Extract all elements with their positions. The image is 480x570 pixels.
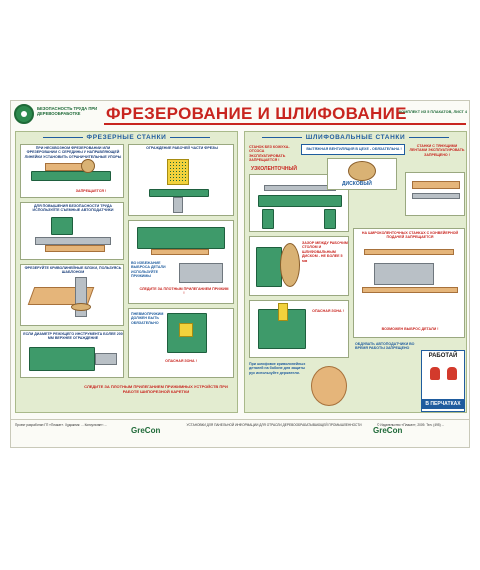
belt-sander [258,195,342,207]
milling-note-2: ОГРАЖДЕНИЕ РАБОЧЕЙ ЧАСТИ ФРЕЗЫ [146,146,218,150]
org-name: БЕЗОПАСНОСТЬ ТРУДА ПРИ ДЕРЕВООБРАБОТКЕ [37,106,98,117]
milling-title: ФРЕЗЕРНЫЕ СТАНКИ [16,134,237,141]
sanding-note-10: При шлифовке криволинейных деталей на бо… [249,362,306,375]
poster-title: ФРЕЗЕРОВАНИЕ И ШЛИФОВАНИЕ [106,104,407,123]
milling-note-9: ЕСЛИ ДИАМЕТР РЕЖУЩЕГО ИНСТРУМЕНТА БОЛЕЕ … [23,332,123,341]
log-section [311,366,347,406]
milling-note-4: ДЛЯ ПОВЫШЕНИЯ БЕЗОПАСНОСТИ ТРУДА ИСПОЛЬЗ… [32,204,114,213]
milling-note-1: ПРИ НЕСКВОЗНОМ ФРЕЗЕРОВАНИИ ИЛИ ФРЕЗЕРОВ… [24,146,122,159]
clamp-machine [137,227,225,249]
footer-publisher: © Издательство «Плакат», 2009. Тел. (495… [377,423,445,427]
guard-arm [95,353,117,365]
cutter-icon [81,159,95,173]
sanding-note-7: НА ШИРОКОЛЕНТОЧНЫХ СТАНКАХ С КОНВЕЙЕРНОЙ… [361,231,459,240]
pulling-belt [412,193,460,199]
brand-right: GreCon [373,426,403,435]
grinding-disc [280,243,300,287]
sander-leg-2 [324,209,336,229]
template-box: ФРЕЗЕРУЙТЕ КРИВОЛИНЕЙНЫЕ БЛОКИ, ПОЛЬЗУЯС… [20,264,124,326]
disc-gap-box: ЗАЗОР МЕЖДУ РАБОЧИМ СТОЛОМ И ШЛИФОВАЛЬНЫ… [249,236,349,296]
wide-belt-box: НА ШИРОКОЛЕНТОЧНЫХ СТАНКАХ С КОНВЕЙЕРНОЙ… [353,228,465,338]
milling-machine [29,347,95,371]
gloves-sign-top: РАБОТАЙ [428,353,458,359]
milling-note-8: ОПАСНАЯ ЗОНА ! [165,359,197,363]
glove-left-icon [430,367,440,380]
conveyor [362,287,458,293]
wide-belt-board [364,249,454,255]
sanding-note-5: ДИСКОВЫЙ [342,181,372,187]
spindle-sander-box: ОПАСНАЯ ЗОНА ! [249,300,349,358]
milling-note-10: СЛЕДИТЕ ЗА ПЛОТНЫМ ПРИЛЕГАНИЕМ ПРИЖИМНЫХ… [84,384,228,394]
poster: БЕЗОПАСНОСТЬ ТРУДА ПРИ ДЕРЕВООБРАБОТКЕ Ф… [10,100,470,448]
ventilation-box: ВЫТЯЖНАЯ ВЕНТИЛЯЦИЯ В ЦЕХЕ - ОБЯЗАТЕЛЬНА… [301,144,405,155]
sanding-note-4: УЗКОЛЕНТОЧНЫЙ [251,166,297,172]
milling-note-11: ПНЕВМОПРИЖИМ ДОЛЖЕН БЫТЬ ОБЯЗАТЕЛЬНО [131,312,164,325]
belt-workpiece [412,181,460,189]
feed-workpiece [45,245,105,252]
gloves-sign: РАБОТАЙ В ПЕРЧАТКАХ [421,350,465,412]
poster-footer: Проект разработан ГП «Плакат». Художник:… [11,419,469,447]
sanding-note-6: ЗАЗОР МЕЖДУ РАБОЧИМ СТОЛОМ И ШЛИФОВАЛЬНЫ… [302,241,348,263]
sanding-note-9: ВОЗМОЖЕН ВЫБРОС ДЕТАЛИ ! [381,327,439,331]
big-cutter-box: ЕСЛИ ДИАМЕТР РЕЖУЩЕГО ИНСТРУМЕНТА БОЛЕЕ … [20,330,124,378]
guard-box: ОГРАЖДЕНИЕ РАБОЧЕЙ ЧАСТИ ФРЕЗЫ [128,144,234,216]
clamp-workpiece [151,249,209,255]
sanding-title: ШЛИФОВАЛЬНЫЕ СТАНКИ [245,134,466,141]
glove-right-icon [447,367,457,380]
disc-sander-box: ДИСКОВЫЙ [327,158,397,190]
milling-panel: ФРЕЗЕРНЫЕ СТАНКИ ПРИ НЕСКВОЗНОМ ФРЕЗЕРОВ… [15,131,238,413]
disc-motor [256,247,282,287]
sanding-note-3: СТАНКИ С ТЯНУЩИМИ ЛЕНТАМИ ЭКСПЛУАТИРОВАТ… [409,144,465,157]
footer-middle: УСТАНОВКИ ДЛЯ ПАНЕЛЬНОЙ ИНФОРМАЦИИ ДЛЯ О… [186,423,362,427]
autofeeder-box: ДЛЯ ПОВЫШЕНИЯ БЕЗОПАСНОСТИ ТРУДА ИСПОЛЬЗ… [20,202,124,260]
template-cutter [71,303,91,311]
guard-mesh [169,161,187,183]
sanding-note-1: СТАНОК БЕЗ КОЖУХА-ОТСОСА ЭКСПЛУАТИРОВАТЬ… [249,145,290,163]
sanding-panel: ШЛИФОВАЛЬНЫЕ СТАНКИ СТАНОК БЕЗ КОЖУХА-ОТ… [244,131,467,413]
sanding-note-8: ОПАСНАЯ ЗОНА ! [312,309,344,313]
danger-zone-box: ПНЕВМОПРИЖИМ ДОЛЖЕН БЫТЬ ОБЯЗАТЕЛЬНО ОПА… [128,308,234,378]
milling-stops-box: ПРИ НЕСКВОЗНОМ ФРЕЗЕРОВАНИИ ИЛИ ФРЕЗЕРОВ… [20,144,124,198]
clamps-box: ВО ИЗБЕЖАНИЕ ВЫБРОСА ДЕТАЛИ ИСПОЛЬЗУЙТЕ … [128,220,234,304]
milling-table [31,171,111,181]
title-underline [104,123,466,125]
wide-belt-machine [374,263,434,285]
footer-credits: Проект разработан ГП «Плакат». Художник:… [15,423,108,427]
gloves-sign-bottom: В ПЕРЧАТКАХ [422,399,464,409]
pulling-belts-box [405,172,465,216]
sanding-belt [264,185,336,191]
logo-icon [14,104,34,124]
milling-note-5: ВО ИЗБЕЖАНИЕ ВЫБРОСА ДЕТАЛИ ИСПОЛЬЗУЙТЕ … [131,261,166,279]
template-holder [75,277,87,317]
sanding-note-2: ВЫТЯЖНАЯ ВЕНТИЛЯЦИЯ В ЦЕХЕ - ОБЯЗАТЕЛЬНА… [306,147,402,151]
sanding-note-11: ОБДУВАТЬ АВТОПОДАТЧИКИ ВО ВРЕМЯ РАБОТЫ З… [355,342,415,351]
sander-leg [262,209,274,229]
milling-note-3: ЗАПРЕЩАЕТСЯ ! [75,189,107,193]
brand-left: GreCon [131,426,161,435]
spindle [173,197,183,213]
poster-header: БЕЗОПАСНОСТЬ ТРУДА ПРИ ДЕРЕВООБРАБОТКЕ Ф… [11,101,469,127]
autofeeder [51,217,73,235]
sheet-info: КОМПЛЕКТ ИЗ 5 ПЛАКАТОВ, ЛИСТ 4 [398,110,467,114]
sanding-bobbin [278,303,288,321]
spindle-table [149,189,209,197]
milling-note-6: СЛЕДИТЕ ЗА ПЛОТНЫМ ПРИЛЕГАНИЕМ ПРИЖИМ ! [139,287,229,296]
clamp-device [179,263,223,283]
feeder-table [35,237,111,245]
sanding-disc [348,161,376,181]
pneumatic-clamp [179,323,193,337]
milling-note-7: ФРЕЗЕРУЙТЕ КРИВОЛИНЕЙНЫЕ БЛОКИ, ПОЛЬЗУЯС… [24,266,122,275]
